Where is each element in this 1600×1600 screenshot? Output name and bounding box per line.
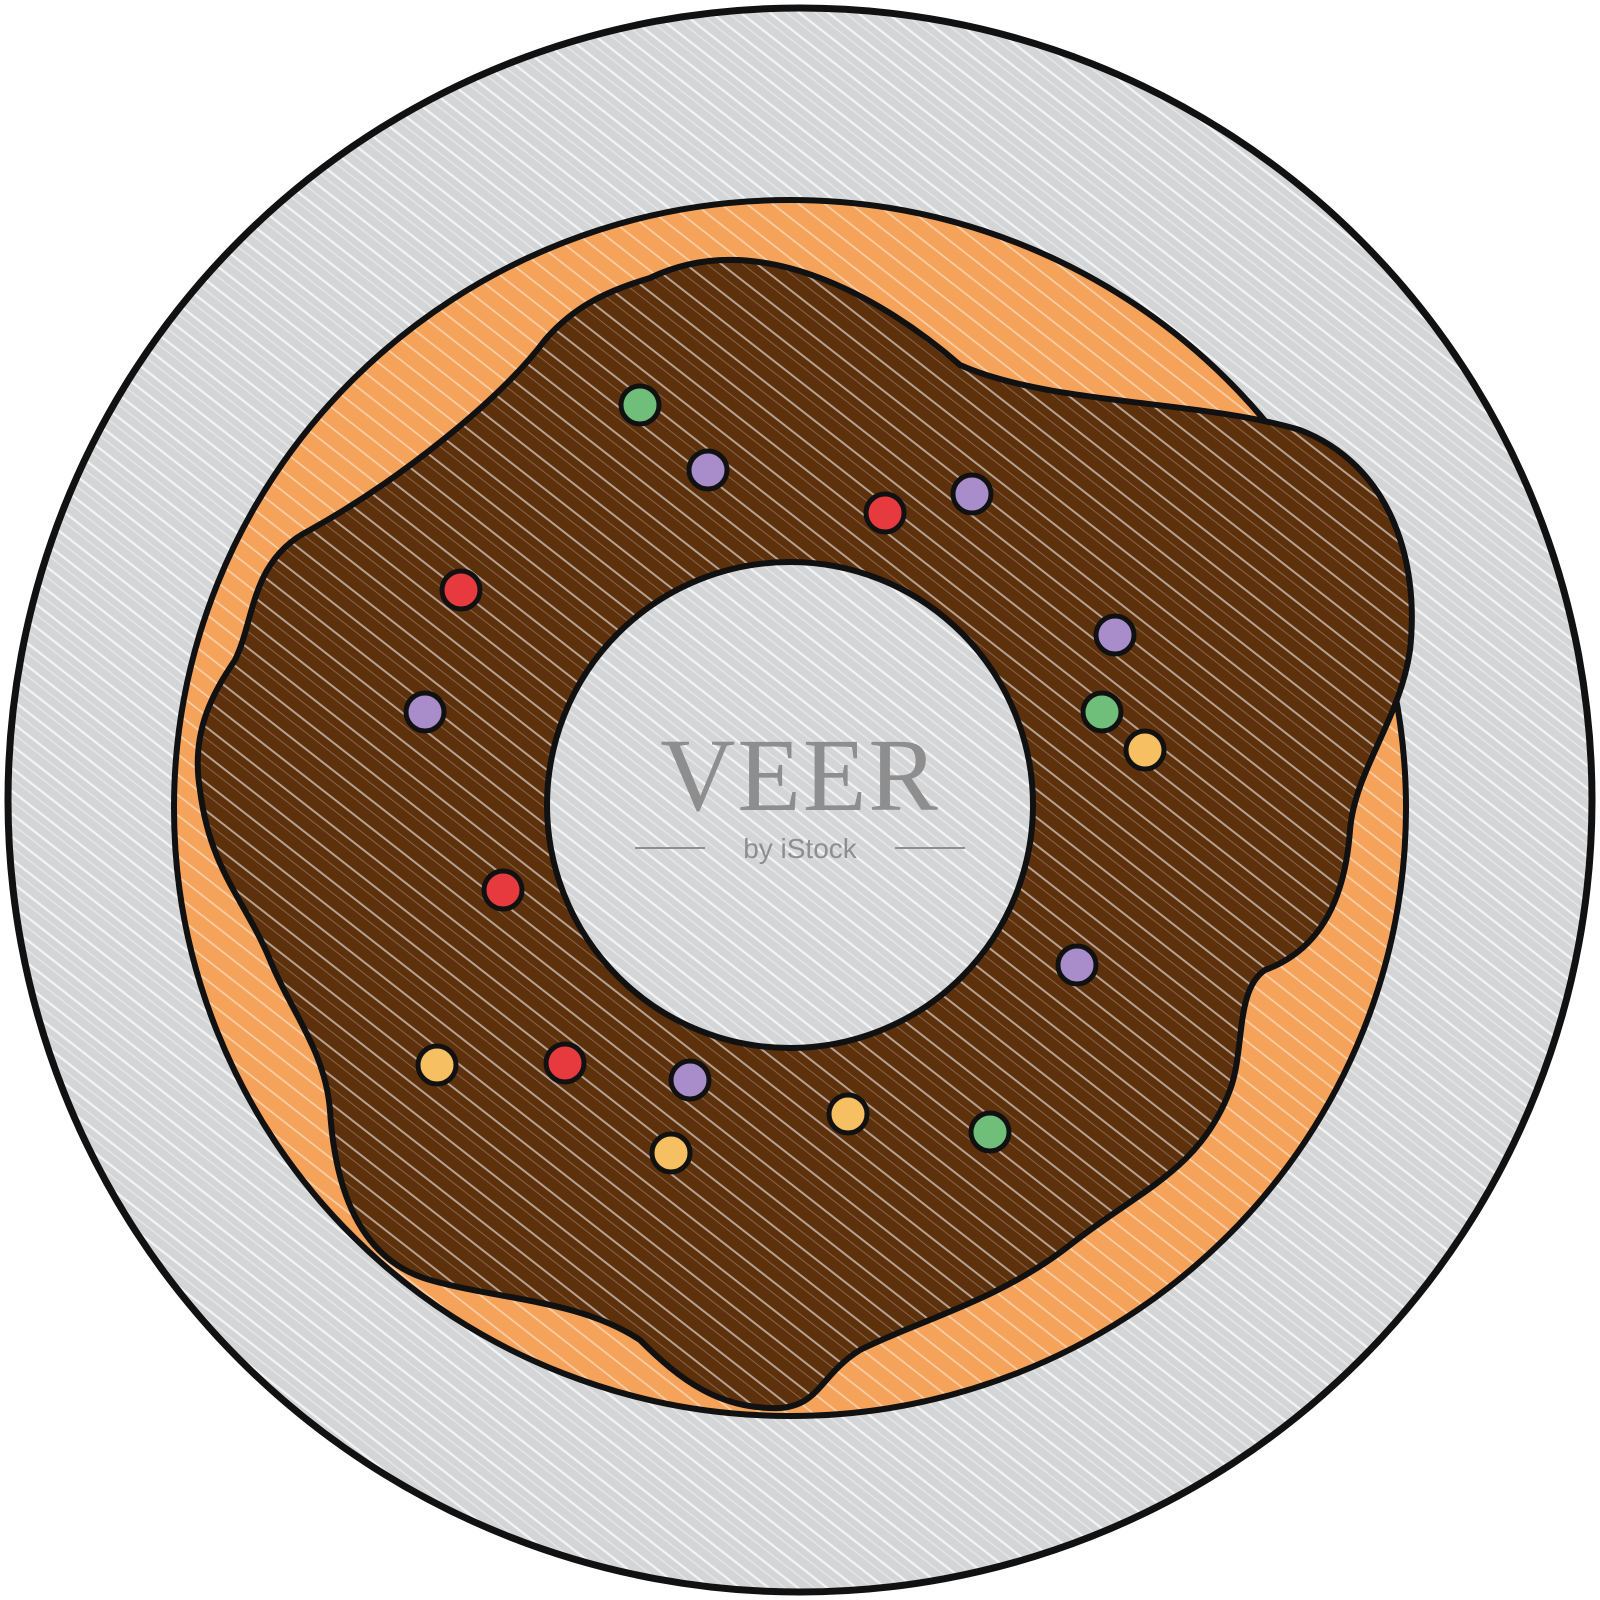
sprinkle-purple: [403, 690, 447, 734]
sprinkle-green: [618, 383, 662, 427]
sprinkle-green: [1080, 690, 1124, 734]
watermark-title: VEER: [660, 718, 940, 833]
sprinkle-purple: [1055, 943, 1099, 987]
watermark: VEER by iStock: [635, 718, 965, 864]
sprinkle-purple: [950, 472, 994, 516]
sprinkle-purple: [668, 1058, 712, 1102]
sprinkle-green: [968, 1110, 1012, 1154]
sprinkle-purple: [1093, 613, 1137, 657]
sprinkle-red: [439, 568, 483, 612]
sprinkle-red: [863, 491, 907, 535]
donut-hole: [544, 559, 1036, 1051]
sprinkle-red: [481, 868, 525, 912]
sprinkle-yellow: [1123, 728, 1167, 772]
sprinkle-red: [543, 1041, 587, 1085]
sprinkle-purple: [686, 448, 730, 492]
sprinkles: [403, 383, 1167, 1175]
sprinkle-yellow: [649, 1131, 693, 1175]
sprinkle-yellow: [826, 1092, 870, 1136]
watermark-subtitle: by iStock: [743, 833, 858, 864]
sprinkle-yellow: [415, 1043, 459, 1087]
